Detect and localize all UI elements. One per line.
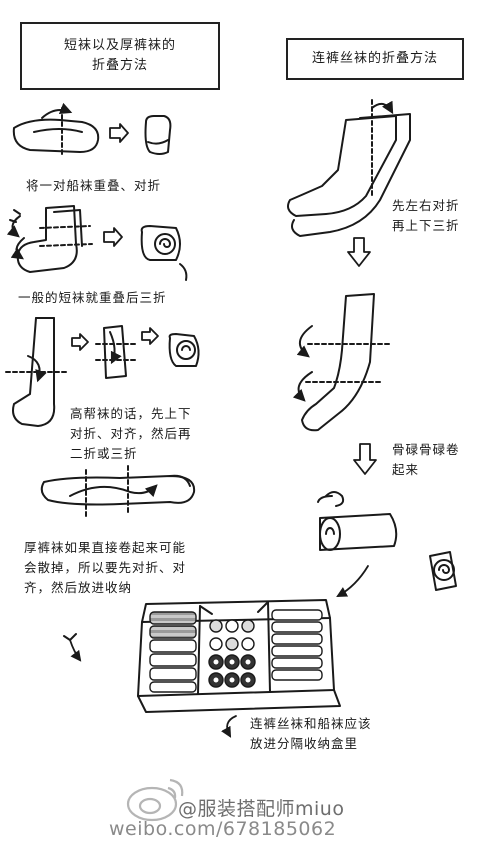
- storage-center-rolls: [208, 619, 256, 688]
- boat-socks-illustration: [12, 102, 100, 157]
- short-socks-illustration: [6, 205, 93, 273]
- right-title-box: 连裤丝袜的折叠方法: [286, 38, 464, 80]
- high-socks-caption-line: 对折、对齐，然后再: [70, 426, 192, 441]
- high-socks-rolled: [168, 333, 200, 367]
- storage-caption-line: 放进分隔收纳盒里: [250, 736, 359, 751]
- pantyhose-fold-caption-line: 先左右对折: [392, 198, 460, 213]
- short-socks-caption: 一般的短袜就重叠后三折: [18, 290, 167, 305]
- right-title: 连裤丝袜的折叠方法: [311, 51, 438, 66]
- pantyhose-rolling: [317, 491, 398, 551]
- thick-tights-caption-line: 齐，然后放进收纳: [24, 580, 133, 595]
- pantyhose-rolled: [429, 551, 457, 591]
- right-arrow-icon: [71, 333, 89, 351]
- curved-arrow-icon: [336, 565, 369, 598]
- right-arrow-icon: [141, 327, 159, 345]
- high-socks-caption-line: 二折或三折: [70, 446, 138, 461]
- left-title-box: 短袜以及厚裤袜的 折叠方法: [20, 22, 220, 90]
- right-arrow-icon: [109, 123, 129, 143]
- right-arrow-icon: [103, 227, 123, 247]
- watermark-handle: @服装搭配师miuo: [178, 798, 345, 820]
- curved-arrow-icon: [221, 715, 237, 738]
- pantyhose-fold-caption-line: 再上下三折: [392, 218, 460, 233]
- high-socks-folded: [95, 325, 137, 379]
- down-arrow-icon: [347, 237, 371, 267]
- storage-box-illustration: [137, 599, 341, 713]
- watermark-url: weibo.com/678185062: [109, 818, 337, 840]
- left-title-line2: 折叠方法: [91, 58, 148, 73]
- pantyhose-roll-caption-line: 起来: [392, 462, 420, 477]
- pantyhose-illustration: [287, 99, 411, 237]
- weibo-logo-icon: [126, 778, 184, 822]
- down-arrow-icon: [353, 443, 377, 475]
- left-title-line1: 短袜以及厚裤袜的: [63, 38, 176, 53]
- storage-right-stack: [271, 609, 323, 681]
- thick-tights-caption-line: 会散掉，所以要先对折、对: [24, 560, 187, 575]
- high-socks-illustration: [5, 317, 69, 427]
- pantyhose-roll-caption-line: 骨碌骨碌卷: [392, 442, 460, 457]
- thick-tights-caption-line: 厚裤袜如果直接卷起来可能: [24, 540, 187, 555]
- short-socks-rolled: [140, 225, 188, 281]
- thick-tights-illustration: [40, 465, 196, 517]
- boat-socks-caption: 将一对船袜重叠、对折: [26, 178, 162, 193]
- boat-socks-folded: [144, 115, 172, 155]
- curved-arrow-icon: [69, 639, 82, 662]
- storage-caption-line: 连裤丝袜和船袜应该: [250, 716, 372, 731]
- high-socks-caption-line: 高帮袜的话，先上下: [70, 406, 192, 421]
- storage-left-stack: [149, 611, 197, 693]
- pantyhose-folded: [292, 293, 391, 432]
